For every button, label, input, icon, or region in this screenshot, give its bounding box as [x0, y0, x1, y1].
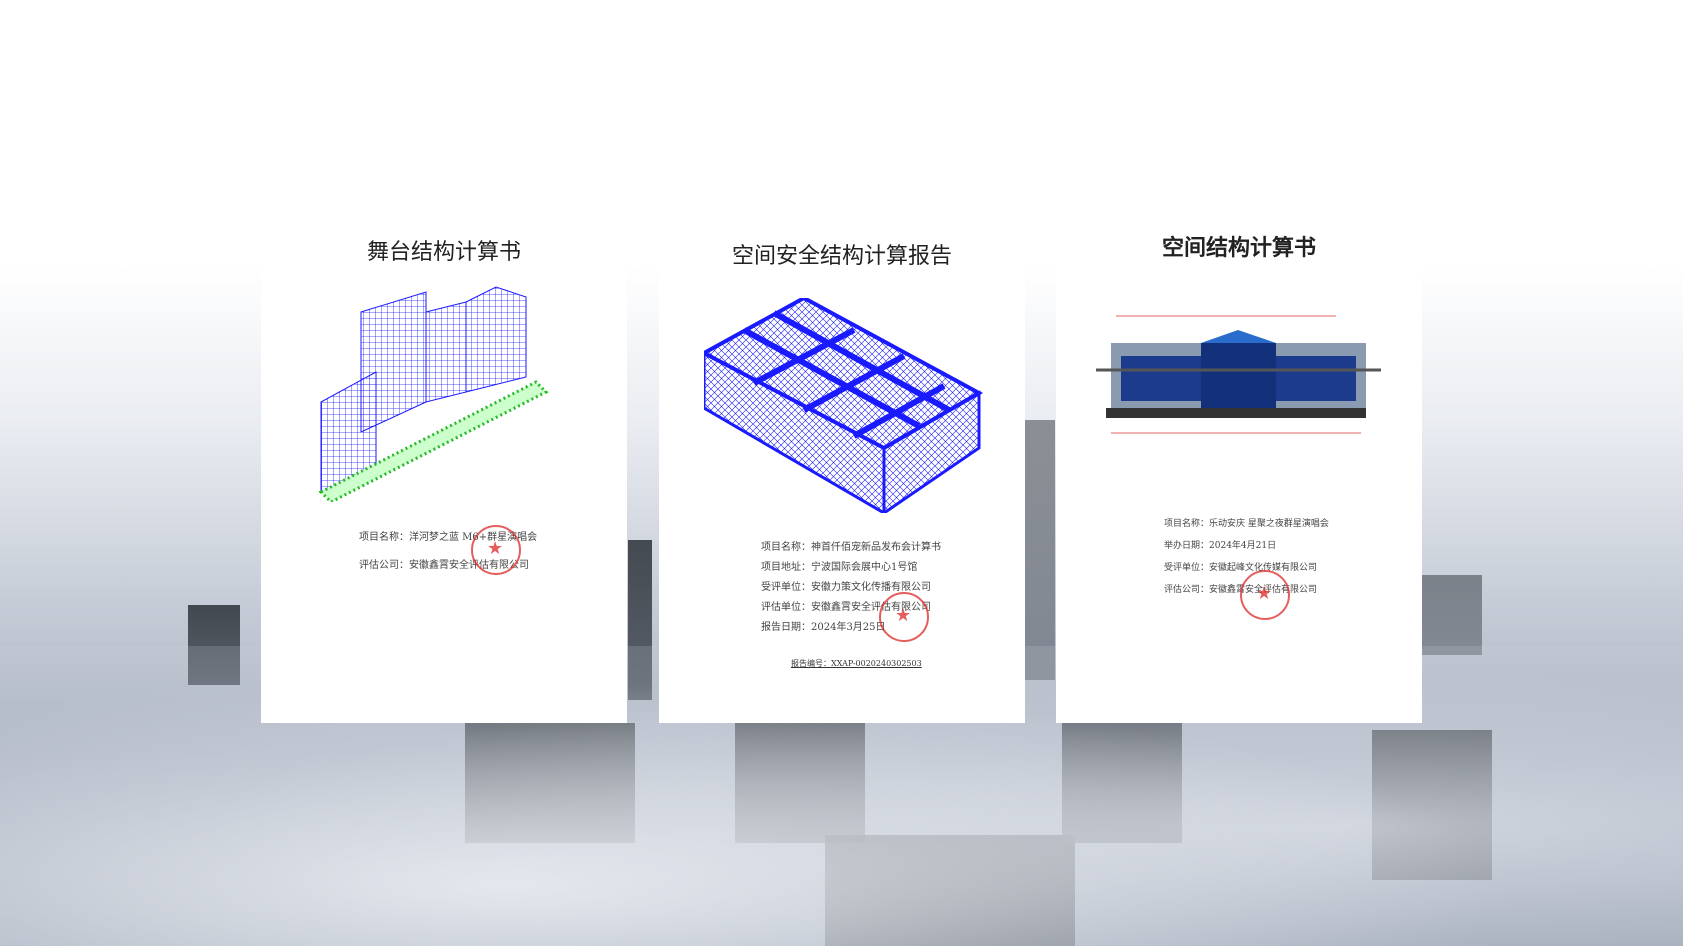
card-title: 空间安全结构计算报告	[731, 244, 952, 269]
stage-elevation-drawing	[1096, 315, 1381, 434]
info-row: 受评单位：安徽力策文化传播有限公司	[761, 582, 931, 593]
info-row: 项目地址：宁波国际会展中心1号馆	[761, 562, 918, 573]
info-row: 受评单位：安徽起峰文化传媒有限公司	[1164, 563, 1318, 573]
company-seal-stamp	[471, 525, 521, 575]
document-card-space-structure[interactable]: 空间结构计算书 项目名称：乐动安庆 星聚之夜群星演唱会 举办日期：2024年4月…	[1056, 220, 1422, 723]
info-row: 评估公司：安徽鑫霄安全评估有限公司	[359, 560, 529, 571]
card-title: 舞台结构计算书	[366, 240, 521, 265]
info-row: 报告日期：2024年3月25日	[761, 622, 886, 633]
info-row: 项目名称：乐动安庆 星聚之夜群星演唱会	[1164, 519, 1329, 529]
info-list: 项目名称：神首仟佰宠新品发布会计算书 项目地址：宁波国际会展中心1号馆 受评单位…	[761, 538, 941, 638]
info-row: 项目名称：神首仟佰宠新品发布会计算书	[761, 542, 941, 553]
document-card-space-safety[interactable]: 空间安全结构计算报告 项目名称：神首仟佰宠新品发布会计算书 项目地址：宁波国际会…	[659, 220, 1025, 723]
report-number: 报告编号：XXAP-0020240302503	[791, 659, 922, 668]
company-seal-stamp	[879, 592, 929, 642]
info-row: 评估单位：安徽鑫霄安全评估有限公司	[761, 602, 931, 613]
info-row: 举办日期：2024年4月21日	[1164, 541, 1277, 551]
stage-structure-drawing	[318, 286, 549, 502]
space-structure-drawing	[704, 298, 984, 513]
company-seal-stamp	[1240, 570, 1290, 620]
document-card-stage[interactable]: 舞台结构计算书 项目名称：洋河梦之蓝 M6+群星演唱会 评估公司：安徽鑫霄安全评…	[261, 220, 627, 723]
card-title: 空间结构计算书	[1161, 236, 1316, 261]
